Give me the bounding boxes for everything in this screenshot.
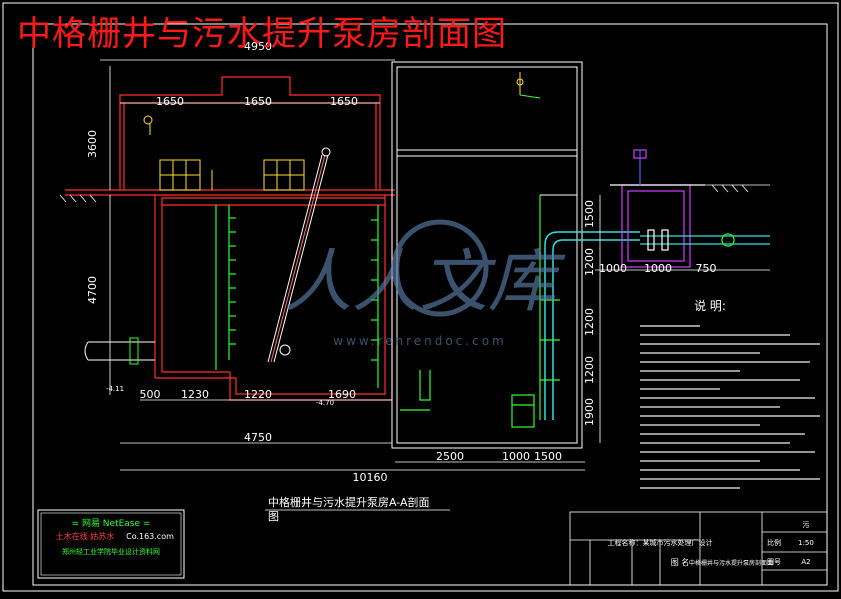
inner-frame [32, 23, 828, 586]
inclined-screen [267, 147, 331, 363]
dim-pump-c: 1500 [534, 450, 562, 463]
dimension-lines [100, 59, 770, 471]
watermark-brand: 人人文库 [284, 243, 566, 322]
ladders [215, 205, 379, 388]
elev-mid: -4.70 [316, 399, 334, 407]
title-block-no-value: A2 [801, 558, 810, 566]
title-block-grade: 污 [803, 521, 810, 529]
submersible-pump [511, 195, 560, 428]
dim-top-c: 1650 [330, 95, 358, 108]
screen-grilles [143, 115, 305, 191]
netease-stamp: = 网易 NetEase = 土木在线·姑苏水 Co.163.com 郑州轻工业… [37, 509, 185, 579]
title-block-scale-label: 比例 [767, 538, 781, 547]
title-block-drawing-name: 中格栅井与污水提升泵房剖面图 [689, 559, 773, 567]
title-block-project: 工程名称：某城市污水处理厂设计 [608, 538, 713, 547]
dim-right-h3: 750 [696, 262, 717, 275]
dim-pump-b: 1000 [502, 450, 530, 463]
stamp-line1: = 网易 NetEase = [72, 518, 151, 529]
dim-top-a: 1650 [156, 95, 184, 108]
screen-well [65, 76, 395, 401]
dim-right-v2: 1200 [583, 248, 596, 276]
notes-title: 说 明: [694, 298, 726, 313]
section-caption-suffix: 图 [268, 510, 279, 523]
notes-lines [640, 325, 820, 489]
pump-crane [516, 72, 541, 99]
dim-pump-a: 2500 [436, 450, 464, 463]
dim-right-v4: 1200 [583, 356, 596, 384]
pump-riser [544, 231, 640, 420]
stamp-line2: 土木在线·姑苏水 [56, 531, 115, 541]
dim-bot-c: 1220 [244, 388, 272, 401]
dim-top-total: 4950 [244, 40, 272, 53]
dim-bot-a: 500 [140, 388, 161, 401]
dim-bot-e: 4750 [244, 431, 272, 444]
dim-bot-total: 10160 [353, 471, 388, 484]
dim-top-b: 1650 [244, 95, 272, 108]
stamp-line4: 郑州轻工业学院毕业设计资料网 [62, 547, 160, 556]
elev-left: -4.11 [106, 385, 124, 393]
title-block-scale-value: 1:50 [798, 539, 814, 547]
drawing-title: 中格栅井与污水提升泵房剖面图 [17, 14, 507, 54]
ground-hatch [59, 184, 770, 203]
title-block [569, 511, 828, 586]
dim-right-h2: 1000 [644, 262, 672, 275]
dim-bot-b: 1230 [181, 388, 209, 401]
dim-bot-d: 1690 [328, 388, 356, 401]
watermark-url: www.renrendoc.com [333, 334, 506, 348]
dim-left-h2: 4700 [86, 276, 99, 304]
inlet-pipe [84, 337, 155, 365]
valve-well [610, 149, 770, 268]
dim-right-h1: 1000 [599, 262, 627, 275]
stamp-line3: Co.163.com [126, 532, 174, 541]
title-block-mark: 图 名 [671, 557, 690, 567]
watermark: 人人文库 www.renrendoc.com [284, 219, 566, 348]
title-block-no-label: 图号 [767, 558, 781, 566]
dim-right-v1: 1500 [583, 200, 596, 228]
dim-left-h1: 3600 [86, 130, 99, 158]
dim-right-v3: 1200 [583, 308, 596, 336]
dim-right-v5: 1900 [583, 398, 596, 426]
discharge-outlet [400, 370, 431, 411]
section-caption: 中格栅井与污水提升泵房A-A剖面 [268, 495, 430, 509]
